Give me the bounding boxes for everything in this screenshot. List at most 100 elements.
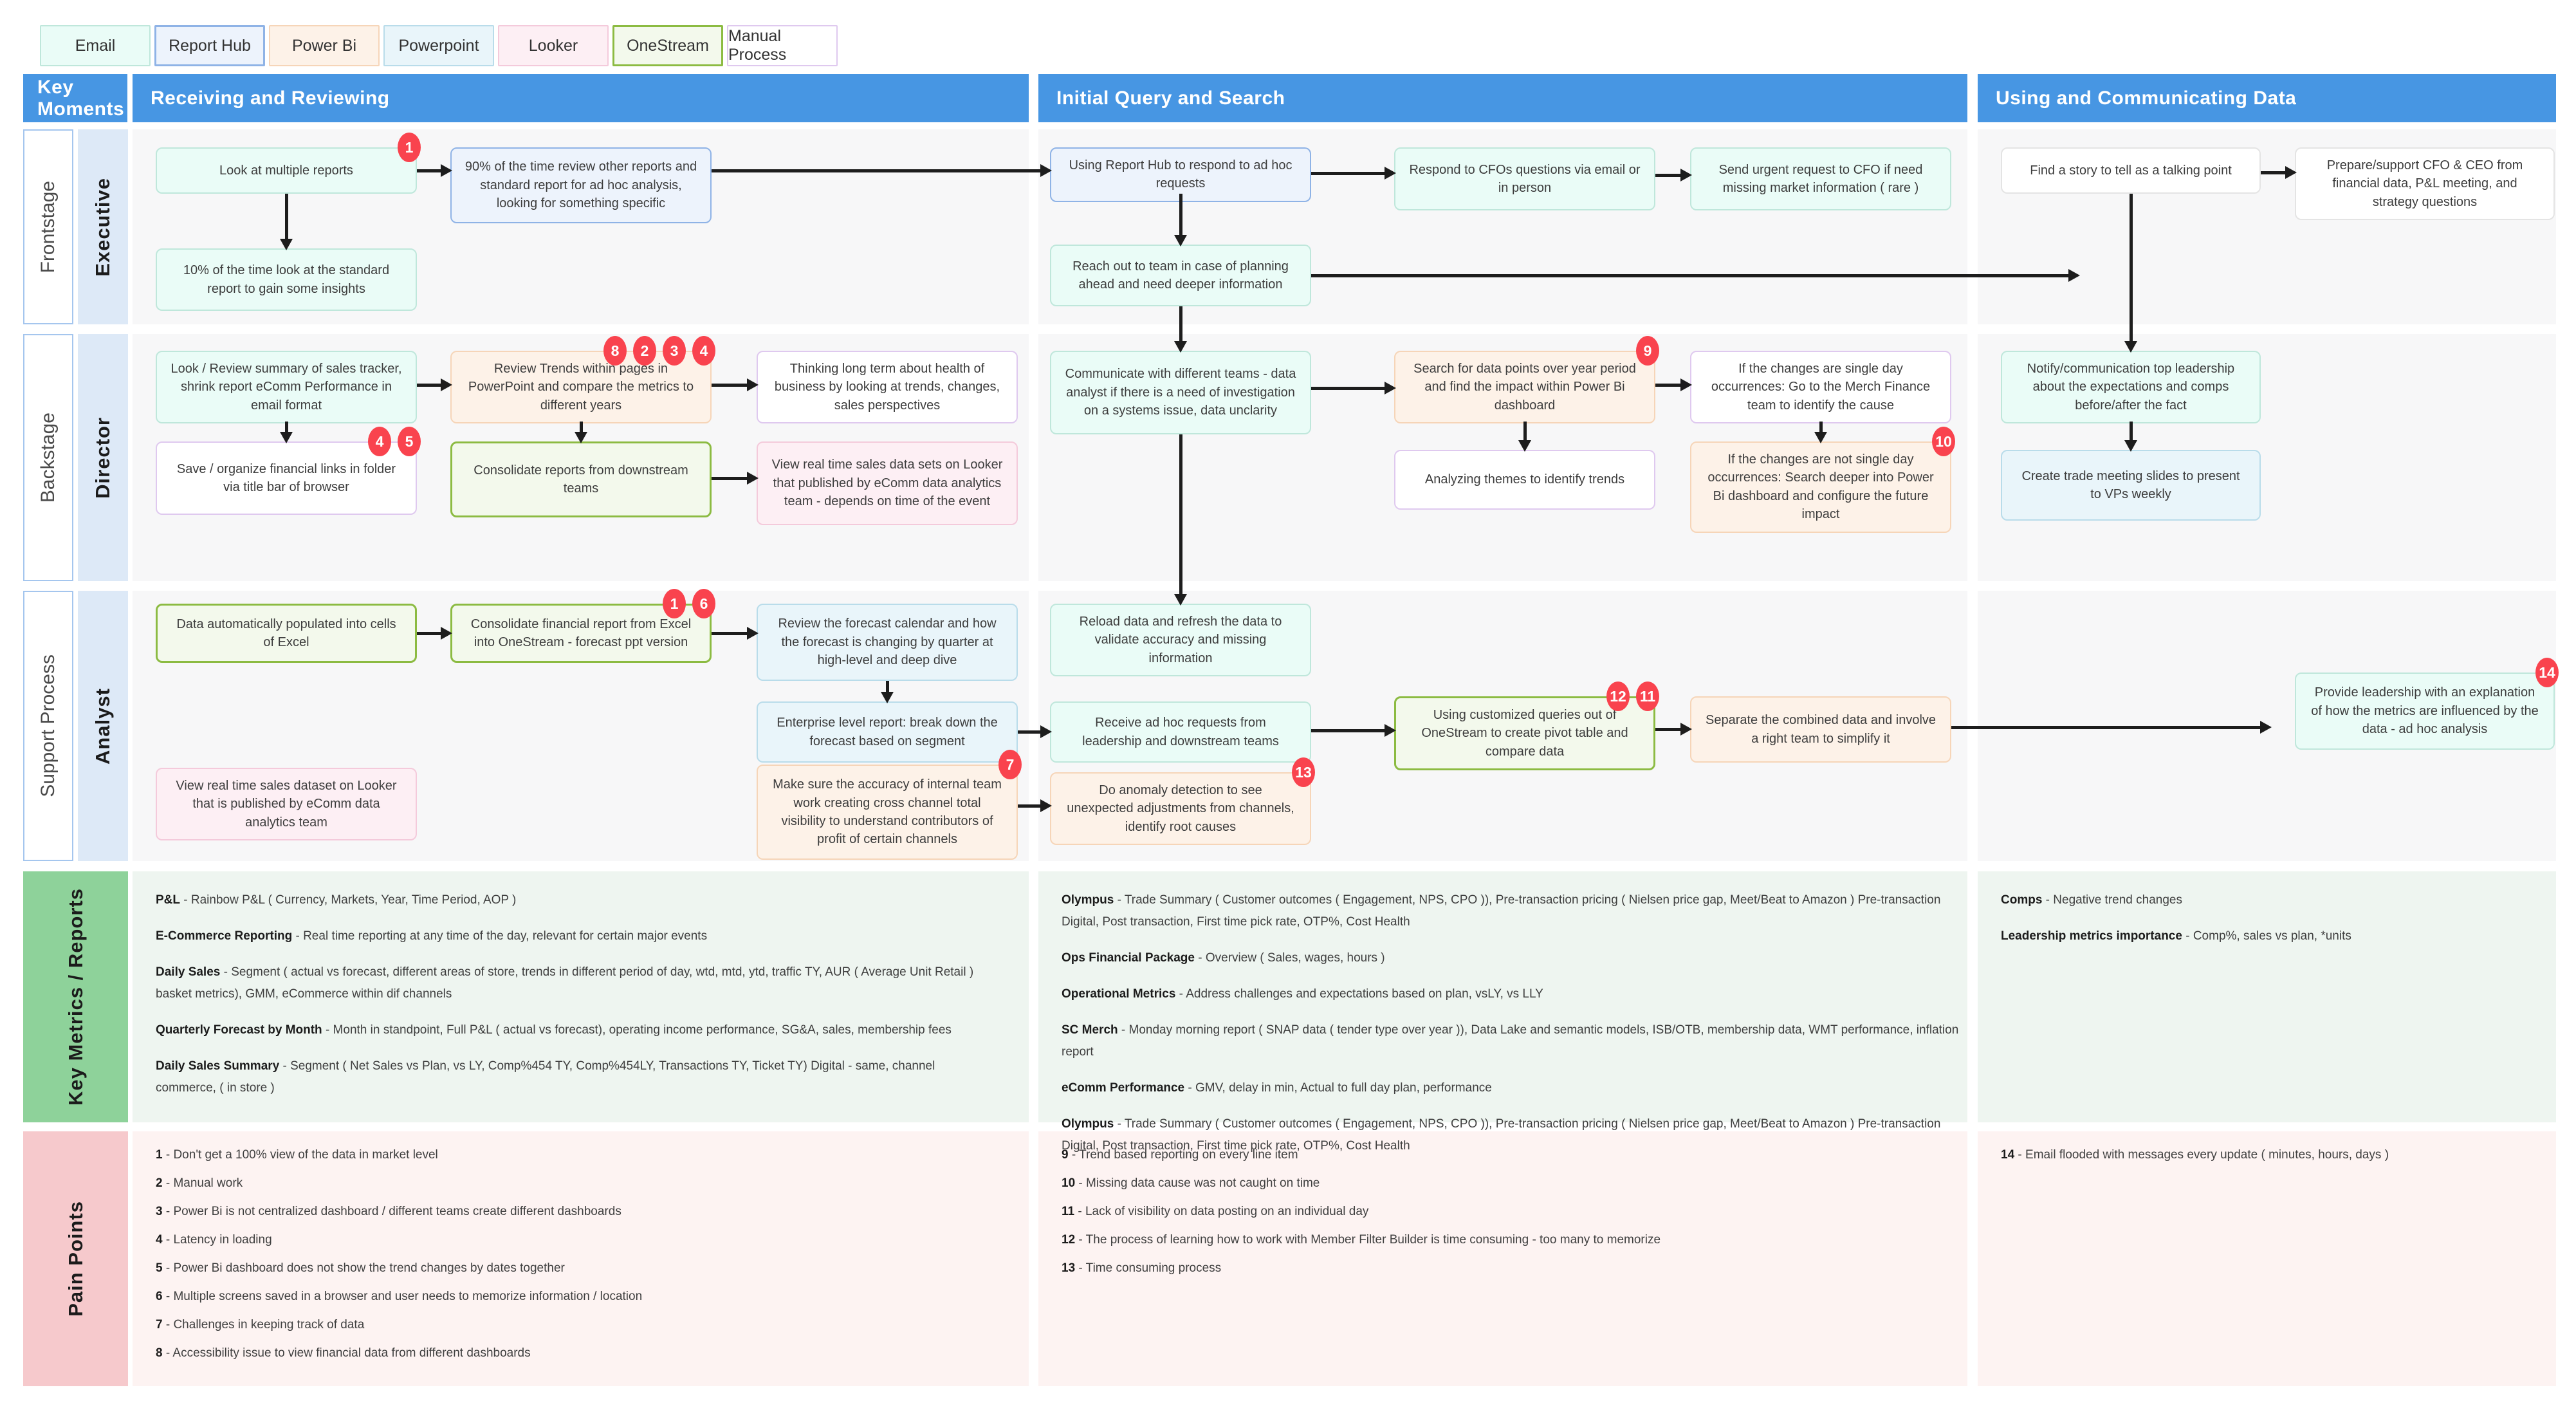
card-look-multiple-reports[interactable]: Look at multiple reports bbox=[156, 147, 417, 194]
card-search-data-points[interactable]: Search for data points over year period … bbox=[1394, 351, 1655, 424]
card-trade-meeting-slides[interactable]: Create trade meeting slides to present t… bbox=[2001, 450, 2261, 521]
pain-badge-3: 3 bbox=[663, 336, 686, 366]
pain-badge-6: 6 bbox=[692, 589, 715, 618]
arrowhead bbox=[1174, 594, 1187, 606]
flow-arrow-6 bbox=[1174, 194, 1187, 246]
card-enterprise-level-report[interactable]: Enterprise level report: break down the … bbox=[757, 701, 1018, 763]
card-provide-leadership-explanation[interactable]: Provide leadership with an explanation o… bbox=[2295, 673, 2555, 750]
card-notify-leadership[interactable]: Notify/communication top leadership abou… bbox=[2001, 351, 2261, 424]
pain-badge-11: 11 bbox=[1636, 682, 1659, 711]
card-view-looker-analyst[interactable]: View real time sales dataset on Looker t… bbox=[156, 768, 417, 841]
pain-badge-5: 5 bbox=[398, 427, 421, 456]
card-review-forecast-calendar[interactable]: Review the forecast calendar and how the… bbox=[757, 604, 1018, 681]
card-communicate-teams[interactable]: Communicate with different teams - data … bbox=[1050, 351, 1311, 434]
card-consolidate-downstream[interactable]: Consolidate reports from downstream team… bbox=[450, 441, 712, 517]
card-single-day-occurrences[interactable]: If the changes are single day occurrence… bbox=[1690, 351, 1951, 424]
pain-points-col1-item: 4 - Latency in loading bbox=[156, 1233, 272, 1247]
legend-chip-power-bi[interactable]: Power Bi bbox=[269, 25, 380, 66]
card-look-review-summary[interactable]: Look / Review summary of sales tracker, … bbox=[156, 351, 417, 424]
card-not-single-day[interactable]: If the changes are not single day occurr… bbox=[1690, 441, 1951, 533]
key-metrics-col2-item: Operational Metrics - Address challenges… bbox=[1062, 987, 1543, 1001]
card-anomaly-detection[interactable]: Do anomaly detection to see unexpected a… bbox=[1050, 772, 1311, 846]
flow-arrow-24 bbox=[881, 681, 894, 703]
pain-points-col1-item: 5 - Power Bi dashboard does not show the… bbox=[156, 1261, 565, 1275]
pain-points-col3: 14 - Email flooded with messages every u… bbox=[2001, 1144, 2541, 1173]
flow-arrow-22 bbox=[417, 627, 452, 640]
flow-arrow-18 bbox=[1518, 422, 1531, 452]
arrowhead bbox=[1680, 169, 1692, 181]
arrowhead bbox=[1040, 799, 1052, 812]
key-metrics-col1-item: Quarterly Forecast by Month - Month in s… bbox=[156, 1023, 952, 1037]
flow-arrow-28 bbox=[1951, 721, 2272, 734]
arrowhead bbox=[1385, 724, 1396, 737]
pain-points-col1-item: 8 - Accessibility issue to view financia… bbox=[156, 1346, 531, 1360]
flow-arrow-11 bbox=[712, 378, 759, 391]
legend-chip-onestream[interactable]: OneStream bbox=[612, 25, 723, 66]
card-standard-10-percent[interactable]: 10% of the time look at the standard rep… bbox=[156, 248, 417, 311]
header-using-and-communicating-data: Using and Communicating Data bbox=[1978, 74, 2556, 122]
arrowhead bbox=[441, 378, 452, 391]
card-respond-cfo-questions[interactable]: Respond to CFOs questions via email or i… bbox=[1394, 147, 1655, 210]
card-analyzing-themes[interactable]: Analyzing themes to identify trends bbox=[1394, 450, 1655, 510]
arrowhead bbox=[2260, 721, 2272, 734]
key-metrics-col2-item: Olympus - Trade Summary ( Customer outco… bbox=[1062, 893, 1941, 929]
key-metrics-col1: P&L - Rainbow P&L ( Currency, Markets, Y… bbox=[156, 889, 986, 1113]
flow-arrow-10 bbox=[417, 378, 452, 391]
key-metrics-col2-item: eComm Performance - GMV, delay in min, A… bbox=[1062, 1081, 1492, 1095]
flow-arrow-20 bbox=[2124, 422, 2137, 452]
card-data-excel[interactable]: Data automatically populated into cells … bbox=[156, 604, 417, 663]
legend-chip-report-hub[interactable]: Report Hub bbox=[154, 25, 265, 66]
arrowhead bbox=[1385, 167, 1396, 180]
key-metrics-col3-item: Comps - Negative trend changes bbox=[2001, 893, 2182, 907]
card-reload-refresh-data[interactable]: Reload data and refresh the data to vali… bbox=[1050, 604, 1311, 677]
arrowhead bbox=[881, 692, 894, 703]
arrowhead bbox=[1680, 723, 1692, 736]
band-label-pain-points: Pain Points bbox=[23, 1131, 128, 1386]
card-separate-combined-data[interactable]: Separate the combined data and involve a… bbox=[1690, 696, 1951, 763]
pain-points-col2-item: 12 - The process of learning how to work… bbox=[1062, 1233, 1661, 1247]
flow-arrow-19 bbox=[1814, 422, 1827, 443]
card-using-report-hub[interactable]: Using Report Hub to respond to ad hoc re… bbox=[1050, 147, 1311, 202]
pain-badge-4: 4 bbox=[368, 427, 391, 456]
band-label-key-metrics-reports: Key Metrics / Reports bbox=[23, 871, 128, 1122]
legend-chip-manual-process[interactable]: Manual Process bbox=[727, 25, 838, 66]
card-reach-out-team[interactable]: Reach out to team in case of planning ah… bbox=[1050, 245, 1311, 306]
pain-points-col1: 1 - Don't get a 100% view of the data in… bbox=[156, 1144, 986, 1371]
flow-arrow-15 bbox=[1174, 306, 1187, 353]
card-make-sure-accuracy[interactable]: Make sure the accuracy of internal team … bbox=[757, 765, 1018, 860]
pain-badge-9: 9 bbox=[1636, 336, 1659, 366]
role-label-executive: Executive bbox=[78, 129, 128, 324]
key-metrics-col1-item: E-Commerce Reporting - Real time reporti… bbox=[156, 929, 708, 943]
flow-arrow-17 bbox=[1655, 378, 1692, 391]
card-send-urgent-request[interactable]: Send urgent request to CFO if need missi… bbox=[1690, 147, 1951, 210]
cell-r5-col1 bbox=[133, 1131, 1029, 1386]
card-view-looker-datasets[interactable]: View real time sales data sets on Looker… bbox=[757, 441, 1018, 525]
arrowhead bbox=[1040, 725, 1052, 738]
card-thinking-long-term[interactable]: Thinking long term about health of busin… bbox=[757, 351, 1018, 424]
pain-badge-7: 7 bbox=[998, 750, 1022, 779]
pain-points-col1-item: 2 - Manual work bbox=[156, 1176, 243, 1190]
role-label-director: Director bbox=[78, 334, 128, 581]
pain-points-col1-item: 1 - Don't get a 100% view of the data in… bbox=[156, 1148, 438, 1162]
card-review-90-percent[interactable]: 90% of the time review other reports and… bbox=[450, 147, 712, 223]
pain-points-col2: 9 - Trend based reporting on every line … bbox=[1062, 1144, 1959, 1286]
legend-chip-looker[interactable]: Looker bbox=[498, 25, 609, 66]
legend-chip-powerpoint[interactable]: Powerpoint bbox=[383, 25, 494, 66]
pain-points-col1-item: 7 - Challenges in keeping track of data bbox=[156, 1318, 365, 1331]
pain-badge-4: 4 bbox=[692, 336, 715, 366]
pain-badge-10: 10 bbox=[1932, 427, 1955, 456]
flow-arrow-1 bbox=[417, 164, 452, 177]
flow-arrow-13 bbox=[575, 422, 587, 443]
arrowhead bbox=[280, 239, 293, 250]
card-receive-adhoc-requests[interactable]: Receive ad hoc requests from leadership … bbox=[1050, 701, 1311, 763]
arrowhead bbox=[2068, 269, 2080, 282]
flow-arrow-27 bbox=[1655, 723, 1692, 736]
cell-r5-col3 bbox=[1978, 1131, 2556, 1386]
card-find-story[interactable]: Find a story to tell as a talking point bbox=[2001, 147, 2261, 194]
legend-chip-email[interactable]: Email bbox=[40, 25, 151, 66]
key-metrics-col1-item: Daily Sales Summary - Segment ( Net Sale… bbox=[156, 1059, 935, 1095]
flow-arrow-29 bbox=[1018, 799, 1052, 812]
card-prepare-support-cfo[interactable]: Prepare/support CFO & CEO from financial… bbox=[2295, 147, 2555, 221]
